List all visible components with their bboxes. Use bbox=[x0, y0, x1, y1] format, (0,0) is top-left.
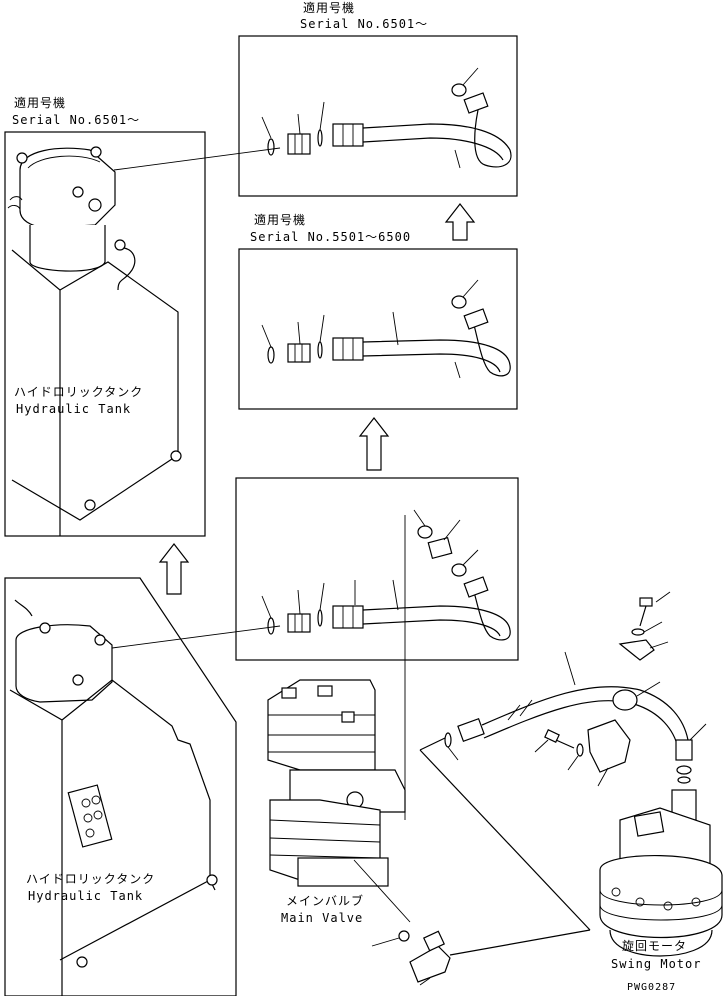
top-panel-caption-serial: Serial No.6501～ bbox=[300, 17, 428, 31]
middle-panel-parts bbox=[261, 279, 511, 379]
lower-panel bbox=[235, 477, 519, 820]
swing-motor: 旋回モータ Swing Motor bbox=[599, 789, 723, 971]
top-panel-caption-jp: 適用号機 bbox=[303, 0, 355, 15]
middle-panel-caption-serial: Serial No.5501～6500 bbox=[250, 230, 411, 244]
tank-lower-label-en: Hydraulic Tank bbox=[28, 889, 143, 903]
tank-upper-caption-jp: 適用号機 bbox=[14, 95, 66, 110]
swing-motor-label-en: Swing Motor bbox=[611, 957, 701, 971]
arrow-up-1 bbox=[444, 203, 476, 241]
lower-panel-frame bbox=[235, 477, 519, 661]
top-panel-parts bbox=[261, 67, 512, 169]
top-panel: 適用号機 Serial No.6501～ bbox=[238, 0, 518, 197]
main-valve-label-jp: メインバルブ bbox=[286, 893, 364, 908]
swing-motor-label-jp: 旋回モータ bbox=[622, 939, 687, 953]
tank-upper-caption-serial: Serial No.6501～ bbox=[12, 113, 140, 127]
arrow-up-3 bbox=[158, 543, 190, 595]
middle-panel: 適用号機 Serial No.5501～6500 bbox=[238, 212, 518, 410]
top-panel-frame bbox=[238, 35, 518, 197]
main-valve: メインバルブ Main Valve bbox=[267, 679, 411, 925]
tank-lower-label-jp: ハイドロリックタンク bbox=[26, 872, 155, 886]
tank-upper-label-en: Hydraulic Tank bbox=[16, 402, 131, 416]
arrow-up-2 bbox=[358, 417, 390, 471]
drawing-code: PWG0287 bbox=[627, 982, 676, 993]
tank-lower-drawing bbox=[9, 599, 281, 996]
main-valve-label-en: Main Valve bbox=[281, 911, 363, 925]
swing-hose-assembly bbox=[419, 591, 707, 931]
tank-upper-panel: 適用号機 Serial No.6501～ ハイドロリックタン bbox=[4, 95, 281, 537]
tank-lower-panel: ハイドロリックタンク Hydraulic Tank bbox=[4, 577, 281, 996]
tank-upper-drawing bbox=[7, 146, 281, 536]
middle-panel-caption-jp: 適用号機 bbox=[254, 212, 306, 227]
lower-panel-parts bbox=[261, 509, 511, 820]
tank-upper-label-jp: ハイドロリックタンク bbox=[14, 385, 143, 399]
bottom-elbow bbox=[371, 929, 591, 986]
